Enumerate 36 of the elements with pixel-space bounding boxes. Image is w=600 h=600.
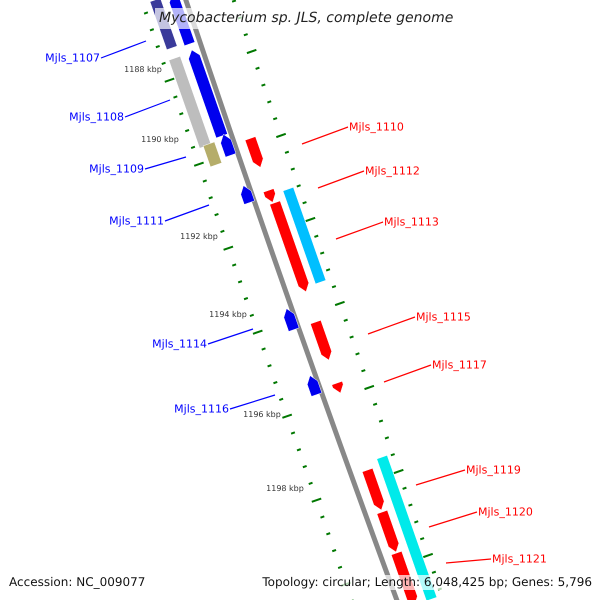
leader-line	[336, 221, 384, 240]
gene-label: Mjls_1120	[478, 506, 533, 518]
tick-label: 1188 kbp	[124, 66, 162, 74]
leader-line	[164, 204, 210, 222]
gene-label: Mjls_1112	[365, 166, 420, 176]
tick-label: 1198 kbp	[266, 485, 304, 493]
leader-line	[384, 364, 432, 383]
gene-label: Mjls_1108	[69, 112, 124, 122]
leader-line	[428, 511, 478, 528]
leader-line	[230, 394, 276, 410]
leader-line	[302, 126, 348, 145]
gene-label: Mjls_1109	[89, 164, 144, 174]
gene-label: Mjls_1116	[174, 404, 229, 414]
leader-line	[124, 99, 170, 118]
leader-line	[318, 170, 364, 189]
gene-label: Mjls_1117	[432, 360, 487, 370]
accession-text: Accession: NC_009077	[7, 575, 148, 590]
gene-label: Mjls_1110	[349, 122, 404, 132]
gene-label: Mjls_1121	[492, 554, 547, 564]
gene-label: Mjls_1115	[416, 312, 471, 322]
leader-line	[144, 156, 186, 170]
genome-info-text: Topology: circular; Length: 6,048,425 bp; Genes: 5,796	[260, 575, 594, 590]
gene-label: Mjls_1113	[384, 216, 439, 228]
gene-label: Mjls_1107	[45, 52, 100, 64]
gene-label: Mjls_1114	[152, 338, 207, 350]
leader-line	[208, 328, 254, 345]
leader-line	[100, 40, 146, 59]
tick-label: 1196 kbp	[243, 411, 281, 419]
leader-line	[446, 558, 492, 564]
leader-line	[368, 316, 416, 335]
leader-line	[416, 469, 466, 486]
gene-label: Mjls_1119	[466, 464, 521, 476]
tick-label: 1194 kbp	[209, 311, 247, 319]
tick-label: 1190 kbp	[141, 136, 179, 144]
gene-label: Mjls_1111	[109, 216, 164, 226]
tick-label: 1192 kbp	[180, 233, 218, 241]
